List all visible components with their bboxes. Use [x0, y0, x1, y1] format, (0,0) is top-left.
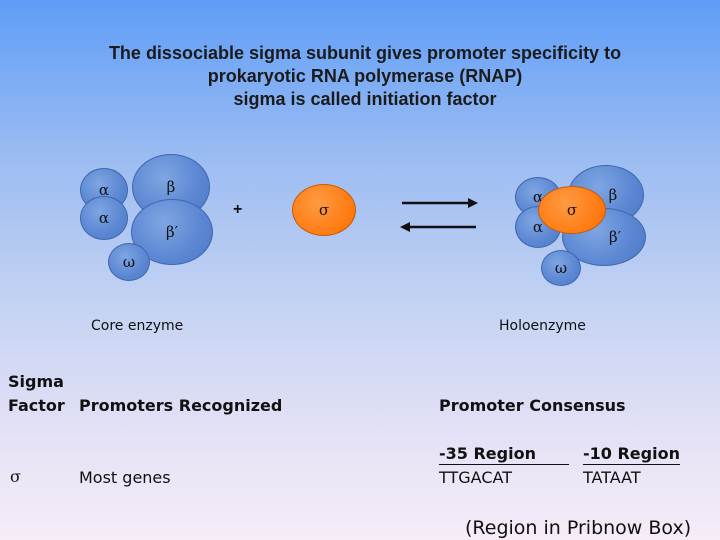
holo-omega-subunit: ω [541, 250, 581, 286]
region-10-label: -10 Region [583, 444, 680, 465]
header-sigma: Sigma [8, 372, 64, 391]
region-10-sequence: TATAAT [583, 468, 641, 487]
free-sigma-subunit: σ [292, 184, 356, 236]
title-line-1: The dissociable sigma subunit gives prom… [108, 43, 622, 63]
holo-sigma-subunit: σ [538, 186, 606, 234]
title-line-2: prokaryotic RNA polymerase (RNAP) [207, 66, 523, 86]
region-35-sequence: TTGACAT [439, 468, 512, 487]
core-omega-subunit: ω [108, 243, 150, 281]
core-alpha-subunit-2: α [80, 196, 128, 240]
title-line-3: sigma is called initiation factor [233, 89, 497, 109]
holoenzyme-label: Holoenzyme [499, 318, 586, 334]
slide-title: The dissociable sigma subunit gives prom… [60, 42, 670, 111]
pribnow-box-note: (Region in Pribnow Box) [465, 517, 692, 539]
header-factor: Factor [8, 396, 65, 415]
region-35-label: -35 Region [439, 444, 569, 465]
core-enzyme-label: Core enzyme [91, 318, 184, 334]
header-promoters-recognized: Promoters Recognized [79, 396, 283, 415]
row-sigma-factor: σ [10, 467, 21, 486]
header-promoter-consensus: Promoter Consensus [439, 396, 626, 415]
plus-sign: + [233, 201, 243, 218]
row-promoters: Most genes [79, 468, 171, 487]
